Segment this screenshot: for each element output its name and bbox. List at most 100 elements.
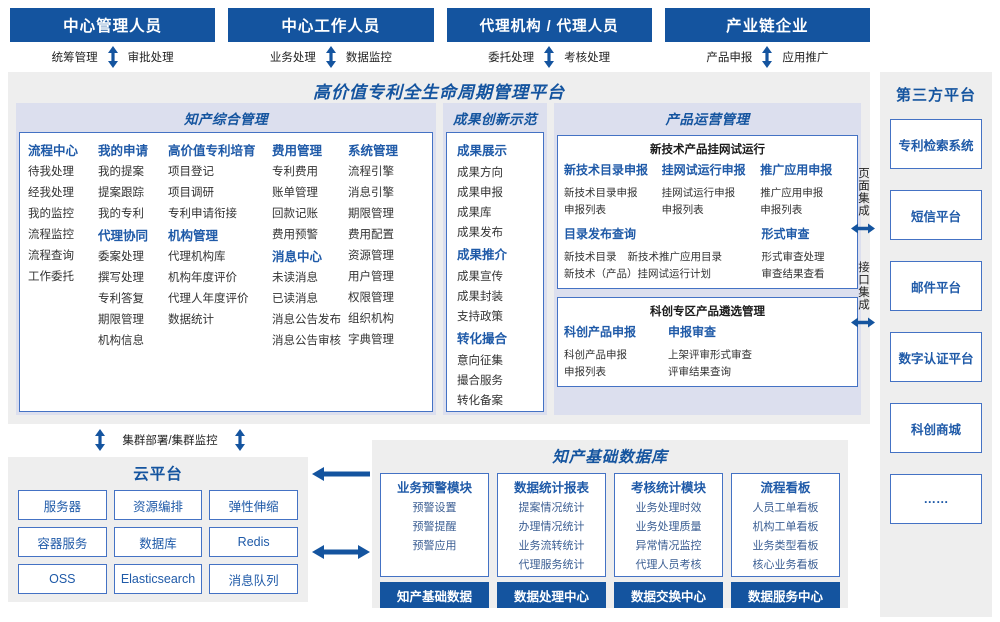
menu-item[interactable]: 成果方向 — [457, 167, 503, 179]
menu-item[interactable]: 项目调研 — [168, 187, 214, 199]
menu-item[interactable]: 资源管理 — [348, 250, 394, 262]
group-head[interactable]: 科创产品申报 — [564, 325, 637, 339]
cloud-cell-orchestration[interactable]: 资源编排 — [113, 490, 203, 520]
menu-item[interactable]: 新技术（产品）挂网试运行计划 — [564, 268, 711, 280]
menu-item[interactable]: 新技术推广应用目录 — [627, 251, 723, 263]
kdb-item[interactable]: 代理人员考核 — [635, 559, 702, 571]
menu-item[interactable]: 成果库 — [457, 207, 492, 219]
role-bar-agency[interactable]: 代理机构 / 代理人员 — [446, 8, 652, 42]
kdb-item[interactable]: 预警提醒 — [412, 521, 457, 533]
menu-item[interactable]: 用户管理 — [348, 271, 394, 283]
menu-item[interactable]: 挂网试运行申报 — [661, 187, 736, 199]
kdb-item[interactable]: 业务类型看板 — [752, 540, 819, 552]
menu-item[interactable]: 账单管理 — [272, 187, 318, 199]
group-head[interactable]: 转化撮合 — [457, 332, 508, 346]
kdb-item[interactable]: 业务流转统计 — [518, 540, 585, 552]
menu-item[interactable]: 上架评审形式审查 — [668, 349, 752, 361]
cloud-cell-oss[interactable]: OSS — [18, 564, 107, 594]
menu-item[interactable]: 新技术目录申报 — [564, 187, 638, 199]
menu-item[interactable]: 经我处理 — [28, 187, 74, 199]
group-head[interactable]: 目录发布查询 — [564, 227, 637, 241]
menu-item[interactable]: 形式审查处理 — [761, 251, 825, 263]
kdb-item[interactable]: 业务处理时效 — [635, 502, 702, 514]
menu-item[interactable]: 我的监控 — [28, 208, 74, 220]
menu-item[interactable]: 成果发布 — [457, 227, 503, 239]
cloud-cell-database[interactable]: 数据库 — [113, 527, 203, 557]
menu-item[interactable]: 期限管理 — [98, 314, 144, 326]
group-head[interactable]: 系统管理 — [348, 144, 399, 158]
group-head[interactable]: 挂网试运行申报 — [661, 163, 746, 177]
kdb-item[interactable]: 预警应用 — [412, 540, 457, 552]
menu-item[interactable]: 费用配置 — [348, 229, 394, 241]
menu-item[interactable]: 我的专利 — [98, 208, 144, 220]
menu-item[interactable]: 组织机构 — [348, 313, 394, 325]
kdb-item[interactable]: 办理情况统计 — [518, 521, 585, 533]
menu-item[interactable]: 申报列表 — [564, 366, 606, 378]
group-head[interactable]: 申报审查 — [668, 325, 717, 339]
menu-item[interactable]: 数据统计 — [168, 314, 214, 326]
menu-item[interactable]: 新技术目录 — [564, 251, 617, 263]
menu-item[interactable]: 申报列表 — [760, 204, 803, 216]
kdb-footer-basic-data[interactable]: 知产基础数据 — [380, 582, 489, 608]
kdb-item[interactable]: 预警设置 — [412, 502, 457, 514]
cloud-cell-redis[interactable]: Redis — [209, 527, 298, 557]
menu-item[interactable]: 意向征集 — [457, 355, 503, 367]
group-head[interactable]: 代理协同 — [98, 229, 149, 243]
kdb-item[interactable]: 异常情况监控 — [635, 540, 702, 552]
menu-item[interactable]: 流程监控 — [28, 229, 74, 241]
menu-item[interactable]: 未读消息 — [272, 272, 318, 284]
menu-item[interactable]: 专利申请衔接 — [168, 208, 237, 220]
menu-item[interactable]: 专利费用 — [272, 166, 318, 178]
role-bar-center-manager[interactable]: 中心管理人员 — [10, 8, 216, 42]
menu-item[interactable]: 消息公告发布 — [272, 314, 341, 326]
menu-item[interactable]: 科创产品申报 — [564, 349, 627, 361]
menu-item[interactable]: 我的提案 — [98, 166, 144, 178]
menu-item[interactable]: 撮合服务 — [457, 375, 503, 387]
third-party-item-patent-search[interactable]: 专利检索系统 — [890, 119, 982, 169]
kdb-item[interactable]: 核心业务看板 — [752, 559, 819, 571]
menu-item[interactable]: 消息公告审核 — [272, 335, 341, 347]
menu-item[interactable]: 申报列表 — [661, 204, 704, 216]
menu-item[interactable]: 已读消息 — [272, 293, 318, 305]
menu-item[interactable]: 费用预警 — [272, 229, 318, 241]
group-head[interactable]: 消息中心 — [272, 250, 323, 264]
kdb-item[interactable]: 提案情况统计 — [518, 502, 585, 514]
third-party-item-kechuang-mall[interactable]: 科创商城 — [890, 403, 982, 453]
menu-item[interactable]: 机构信息 — [98, 335, 144, 347]
role-bar-center-staff[interactable]: 中心工作人员 — [228, 8, 434, 42]
group-head[interactable]: 新技术目录申报 — [564, 163, 649, 177]
cloud-cell-server[interactable]: 服务器 — [18, 490, 107, 520]
group-head[interactable]: 推广应用申报 — [760, 163, 833, 177]
menu-item[interactable]: 成果宣传 — [457, 271, 503, 283]
kdb-item[interactable]: 机构工单看板 — [752, 521, 819, 533]
menu-item[interactable]: 代理人年度评价 — [168, 293, 249, 305]
menu-item[interactable]: 专利答复 — [98, 293, 144, 305]
menu-item[interactable]: 机构年度评价 — [168, 272, 237, 284]
kdb-item[interactable]: 代理服务统计 — [518, 559, 585, 571]
menu-item[interactable]: 期限管理 — [348, 208, 394, 220]
menu-item[interactable]: 成果申报 — [457, 187, 503, 199]
menu-item[interactable]: 字典管理 — [348, 334, 394, 346]
cloud-cell-elasticsearch[interactable]: Elasticsearch — [113, 564, 203, 594]
menu-item[interactable]: 项目登记 — [168, 166, 214, 178]
menu-item[interactable]: 权限管理 — [348, 292, 394, 304]
kdb-footer-exchange-center[interactable]: 数据交换中心 — [614, 582, 723, 608]
group-head[interactable]: 机构管理 — [168, 229, 219, 243]
third-party-item-email[interactable]: 邮件平台 — [890, 261, 982, 311]
group-head[interactable]: 流程中心 — [28, 144, 79, 158]
menu-item[interactable]: 撰写处理 — [98, 272, 144, 284]
menu-item[interactable]: 推广应用申报 — [760, 187, 824, 199]
cloud-cell-mq[interactable]: 消息队列 — [209, 564, 298, 594]
group-head[interactable]: 我的申请 — [98, 144, 149, 158]
menu-item[interactable]: 消息引擎 — [348, 187, 394, 199]
cloud-cell-container[interactable]: 容器服务 — [18, 527, 107, 557]
menu-item[interactable]: 提案跟踪 — [98, 187, 144, 199]
kdb-footer-processing-center[interactable]: 数据处理中心 — [497, 582, 606, 608]
menu-item[interactable]: 审查结果查看 — [761, 268, 825, 280]
menu-item[interactable]: 申报列表 — [564, 204, 606, 216]
kdb-item[interactable]: 人员工单看板 — [752, 502, 819, 514]
menu-item[interactable]: 工作委托 — [28, 271, 74, 283]
group-head[interactable]: 成果展示 — [457, 144, 508, 158]
group-head[interactable]: 高价值专利培育 — [168, 144, 256, 158]
menu-item[interactable]: 待我处理 — [28, 166, 74, 178]
